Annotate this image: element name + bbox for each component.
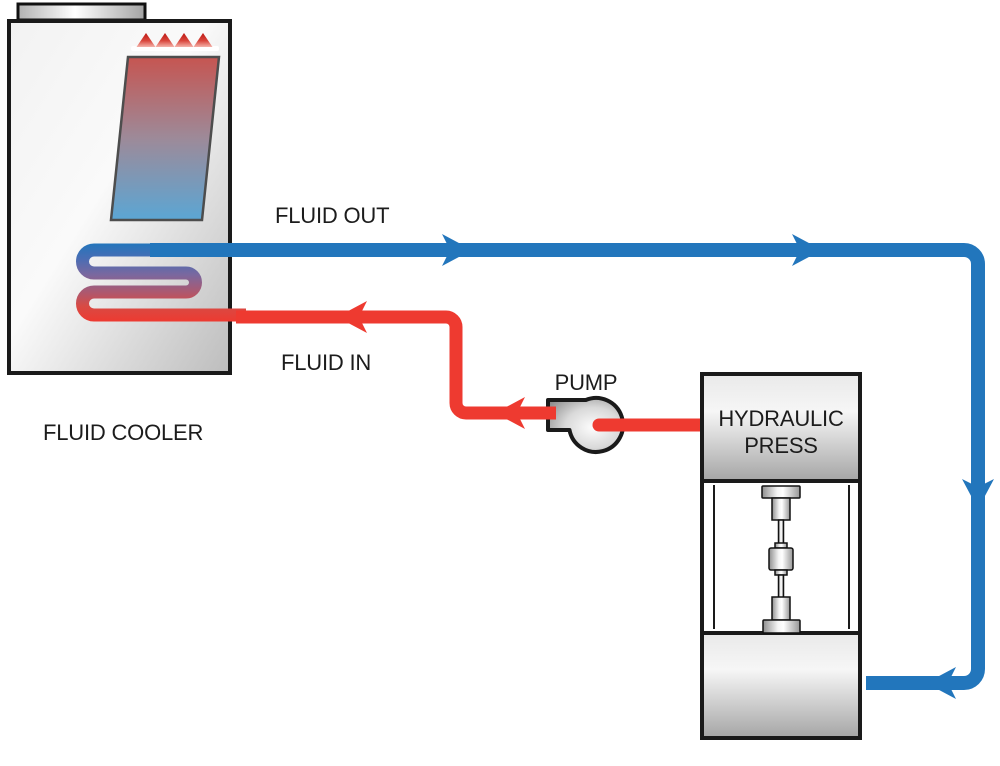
fluid-out-pipe — [150, 234, 994, 699]
pump-body — [546, 396, 625, 454]
pump-label: PUMP — [555, 370, 618, 395]
ram-lower-block — [771, 596, 791, 621]
flow-arrow-right-icon — [792, 234, 822, 266]
hydraulic-press — [700, 372, 862, 740]
heat-glow-band — [131, 46, 219, 51]
cooler-cap — [16, 2, 147, 22]
flame-icon — [136, 33, 156, 47]
ram-upper-block — [771, 497, 791, 521]
fluid-out-label: FLUID OUT — [275, 203, 389, 228]
ram-upper-rod — [777, 519, 785, 545]
press-head-box — [700, 372, 862, 483]
fluid-in-pipe — [236, 301, 709, 432]
ram-lower-rod — [777, 574, 785, 599]
flame-icon — [155, 33, 175, 47]
flow-arrow-left-icon — [495, 397, 525, 429]
fluid-in-pipe-path — [236, 310, 556, 420]
press-base-box — [700, 631, 862, 740]
flow-arrow-right-icon — [442, 234, 472, 266]
fluid-in-label: FLUID IN — [281, 350, 371, 375]
flow-arrow-left-icon — [337, 301, 367, 333]
flame-icon — [174, 33, 194, 47]
fluid-cooler — [7, 2, 246, 375]
flow-arrow-left-icon — [926, 667, 956, 699]
cooling-coil — [76, 243, 246, 322]
fluid-out-pipe-path — [150, 243, 985, 690]
press-label-line1: HYDRAULIC — [718, 406, 844, 431]
fluid-cooler-label: FLUID COOLER — [43, 420, 203, 445]
cooler-gradient-panel — [109, 55, 221, 222]
flow-arrow-down-icon — [962, 479, 994, 509]
specimen-block — [768, 547, 794, 571]
flame-icon — [193, 33, 213, 47]
heat-arrows-icon — [131, 33, 219, 51]
ram-top-plate — [761, 485, 801, 499]
press-ram-assembly — [761, 485, 801, 634]
ram-bottom-plate — [762, 619, 801, 634]
press-label-line2: PRESS — [744, 433, 818, 458]
